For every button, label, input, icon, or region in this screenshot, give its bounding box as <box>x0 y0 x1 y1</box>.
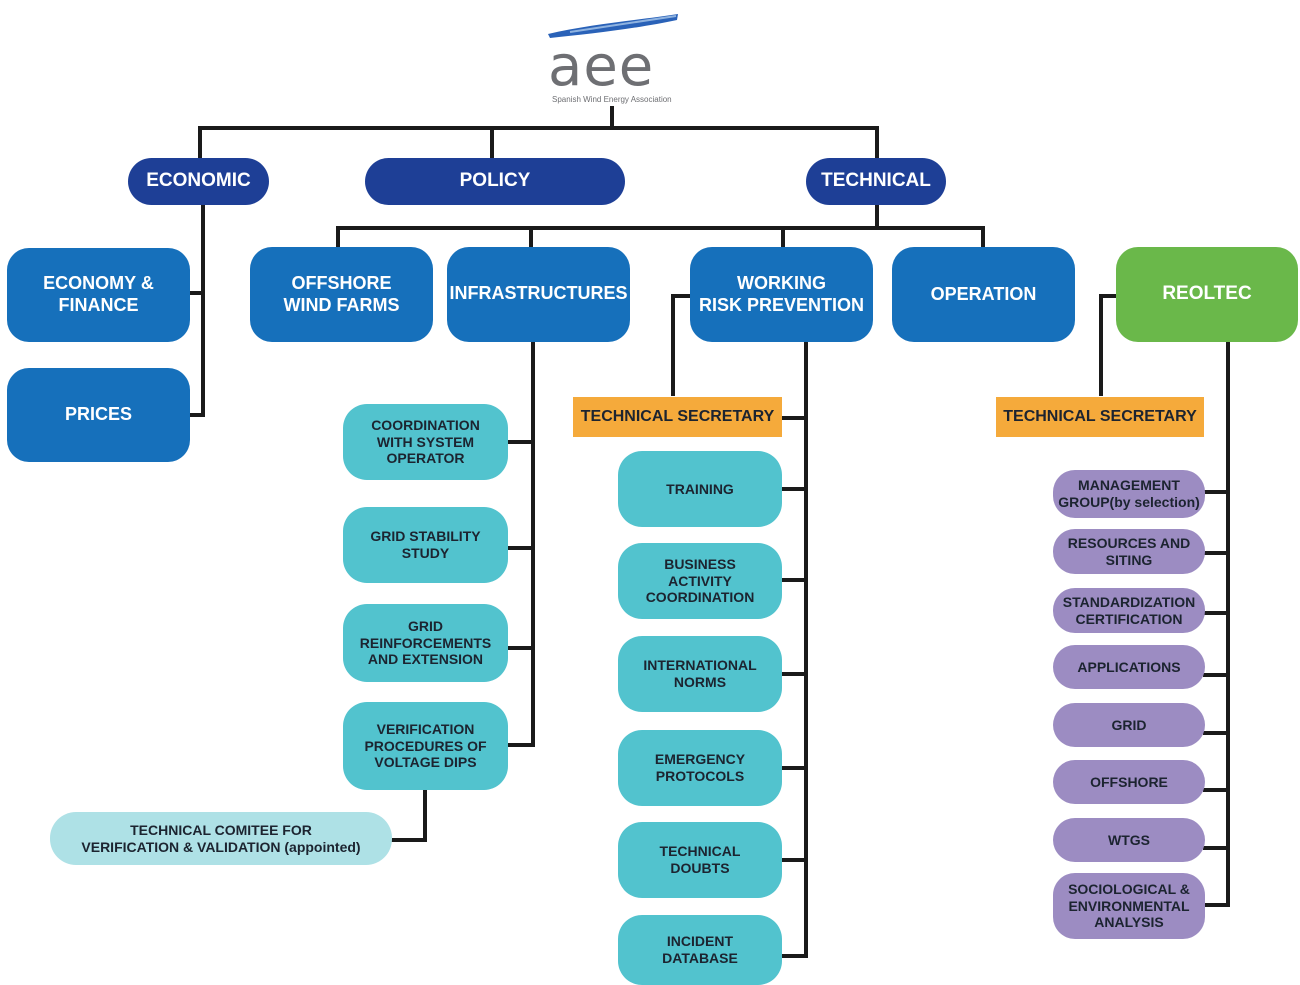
node-applications[interactable]: APPLICATIONS <box>1053 645 1205 689</box>
node-operation[interactable]: OPERATION <box>892 247 1075 342</box>
node-technical-secretary-reoltec[interactable]: TECHNICAL SECRETARY <box>996 397 1204 437</box>
node-prices[interactable]: PRICES <box>7 368 190 462</box>
node-offshore-wind-farms[interactable]: OFFSHORE WIND FARMS <box>250 247 433 342</box>
node-infrastructures[interactable]: INFRASTRUCTURES <box>447 247 630 342</box>
node-grid-stability-study[interactable]: GRID STABILITY STUDY <box>343 507 508 583</box>
node-coordination-system-operator[interactable]: COORDINATION WITH SYSTEM OPERATOR <box>343 404 508 480</box>
node-economic[interactable]: ECONOMIC <box>128 158 269 205</box>
node-wtgs[interactable]: WTGS <box>1053 818 1205 862</box>
node-offshore[interactable]: OFFSHORE <box>1053 760 1205 804</box>
node-working-risk-prevention[interactable]: WORKING RISK PREVENTION <box>690 247 873 342</box>
node-technical-secretary-risk[interactable]: TECHNICAL SECRETARY <box>573 397 782 437</box>
node-reoltec[interactable]: REOLTEC <box>1116 247 1298 342</box>
logo-tagline: Spanish Wind Energy Association <box>552 95 672 104</box>
node-resources-siting[interactable]: RESOURCES AND SITING <box>1053 529 1205 574</box>
node-policy[interactable]: POLICY <box>365 158 625 205</box>
node-sociological-environmental[interactable]: SOCIOLOGICAL & ENVIRONMENTAL ANALYSIS <box>1053 873 1205 939</box>
node-incident-database[interactable]: INCIDENT DATABASE <box>618 915 782 985</box>
node-management-group[interactable]: MANAGEMENT GROUP(by selection) <box>1053 470 1205 518</box>
node-international-norms[interactable]: INTERNATIONAL NORMS <box>618 636 782 712</box>
aee-logo-swoosh <box>548 14 678 38</box>
node-economy-finance[interactable]: ECONOMY & FINANCE <box>7 248 190 342</box>
node-training[interactable]: TRAINING <box>618 451 782 527</box>
node-technical-committee[interactable]: TECHNICAL COMITEE FOR VERIFICATION & VAL… <box>50 812 392 865</box>
node-verification-voltage-dips[interactable]: VERIFICATION PROCEDURES OF VOLTAGE DIPS <box>343 702 508 790</box>
logo-wordmark: aee <box>548 34 655 99</box>
node-standardization-certification[interactable]: STANDARDIZATION CERTIFICATION <box>1053 588 1205 633</box>
node-grid-reinforcements[interactable]: GRID REINFORCEMENTS AND EXTENSION <box>343 604 508 682</box>
node-grid[interactable]: GRID <box>1053 703 1205 747</box>
node-technical-doubts[interactable]: TECHNICAL DOUBTS <box>618 822 782 898</box>
node-business-activity-coordination[interactable]: BUSINESS ACTIVITY COORDINATION <box>618 543 782 619</box>
node-technical[interactable]: TECHNICAL <box>806 158 946 205</box>
node-emergency-protocols[interactable]: EMERGENCY PROTOCOLS <box>618 730 782 806</box>
